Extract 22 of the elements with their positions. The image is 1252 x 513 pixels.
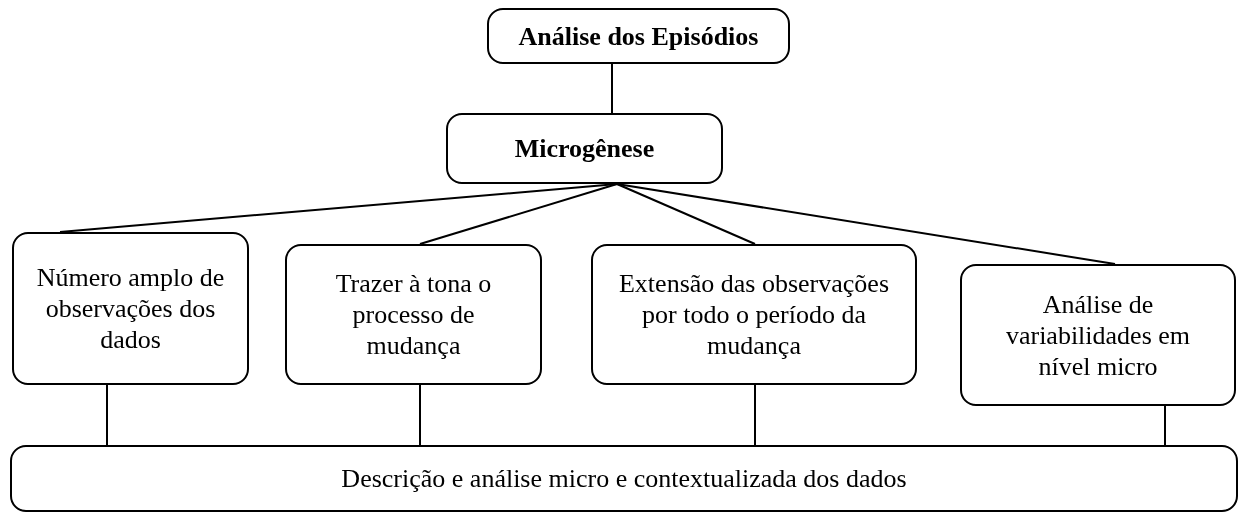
- connector-line: [419, 183, 618, 245]
- box-label: Número amplo de observações dos dados: [35, 262, 226, 355]
- text-box: [10, 445, 1238, 512]
- box-label: Análise dos Episódios: [518, 20, 759, 52]
- box-label: Trazer à tona o processo de mudança: [334, 268, 493, 361]
- connector-line: [419, 384, 421, 446]
- text-box: [591, 244, 917, 385]
- connector-line: [1164, 405, 1166, 446]
- text-box: [487, 8, 790, 64]
- connector-line: [616, 183, 756, 245]
- text-box: [285, 244, 542, 385]
- text-box: [12, 232, 249, 385]
- connector-line: [611, 63, 613, 114]
- connector-line: [106, 384, 108, 446]
- text-box: [446, 113, 723, 184]
- box-label: Microgênese: [514, 133, 655, 164]
- box-label: Extensão das observações por todo o período da mudança: [618, 268, 890, 361]
- connector-line: [616, 183, 1116, 265]
- box-label: Descrição e análise micro e contextualizada dos dados: [341, 463, 907, 494]
- connector-line: [754, 384, 756, 446]
- text-box: [960, 264, 1236, 406]
- box-label: Análise de variabilidades em nível micro: [1004, 288, 1192, 382]
